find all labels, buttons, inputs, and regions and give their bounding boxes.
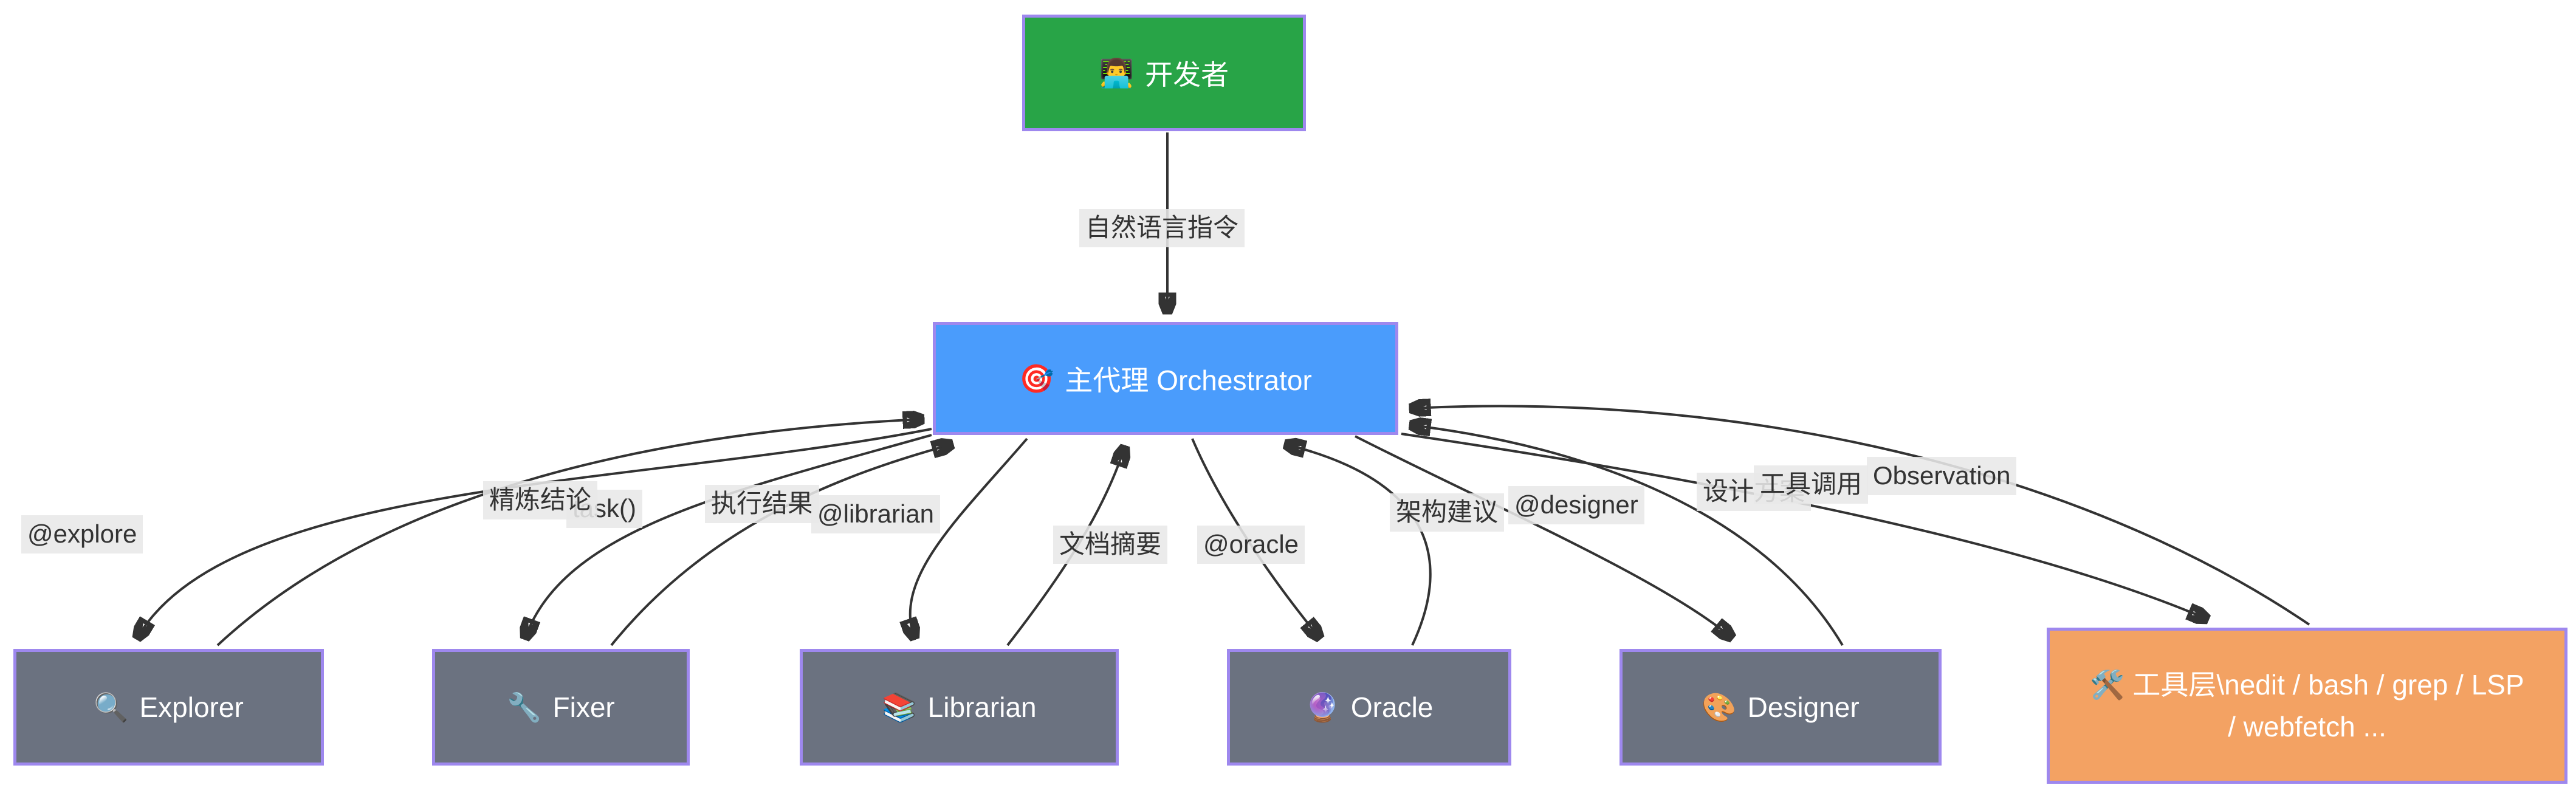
target-emoji-icon: 🎯: [1019, 363, 1054, 394]
edge-label-at-oracle: @oracle: [1197, 526, 1305, 564]
node-orchestrator: 🎯 主代理 Orchestrator: [933, 322, 1398, 435]
edge-label-tool-call: 工具调用: [1754, 465, 1869, 504]
edge-label-at-explore: @explore: [21, 515, 143, 554]
wrench-emoji-icon: 🔧: [507, 691, 542, 723]
magnifier-emoji-icon: 🔍: [94, 691, 129, 723]
node-fixer: 🔧 Fixer: [432, 649, 690, 766]
edge-designer-to-orchestrator: [1412, 425, 1844, 646]
node-tool-layer-label: 工具层\nedit / bash / grep / LSP / webfetch…: [2132, 668, 2524, 742]
node-oracle-label: Oracle: [1350, 691, 1434, 723]
edge-oracle-to-orchestrator: [1287, 445, 1432, 646]
node-developer-label: 开发者: [1145, 59, 1229, 91]
edge-label-natural-language-instruction: 自然语言指令: [1079, 209, 1245, 247]
node-orchestrator-label: 主代理 Orchestrator: [1065, 365, 1312, 396]
edge-label-at-librarian: @librarian: [811, 495, 941, 533]
node-librarian: 📚 Librarian: [800, 649, 1119, 766]
crystal-ball-emoji-icon: 🔮: [1305, 691, 1340, 723]
node-explorer-label: Explorer: [139, 691, 244, 723]
node-tool-layer: 🛠️ 工具层\nedit / bash / grep / LSP / webfe…: [2047, 628, 2567, 784]
edge-orchestrator-to-designer: [1355, 435, 1731, 637]
node-librarian-label: Librarian: [927, 691, 1037, 723]
node-developer: 👨‍💻 开发者: [1022, 15, 1306, 131]
edge-label-doc-summary: 文档摘要: [1053, 526, 1168, 564]
node-explorer: 🔍 Explorer: [13, 649, 324, 766]
edge-label-at-designer: @designer: [1508, 486, 1644, 524]
edge-orchestrator-to-fixer: [526, 434, 932, 637]
hammer-wrench-emoji-icon: 🛠️: [2090, 668, 2125, 701]
edge-orchestrator-to-librarian: [910, 437, 1028, 637]
edge-label-refined-conclusion: 精炼结论: [483, 481, 598, 519]
node-designer: 🎨 Designer: [1619, 649, 1942, 766]
edge-explorer-to-orchestrator: [216, 419, 921, 646]
edge-label-architecture-advice: 架构建议: [1390, 493, 1505, 532]
edge-orchestrator-to-explorer: [138, 428, 932, 637]
node-fixer-label: Fixer: [552, 691, 615, 723]
edge-orchestrator-to-tools: [1401, 433, 2206, 619]
edge-tools-to-orchestrator: [1412, 406, 2310, 626]
node-oracle: 🔮 Oracle: [1227, 649, 1511, 766]
edge-label-observation: Observation: [1867, 457, 2017, 495]
palette-emoji-icon: 🎨: [1702, 691, 1737, 723]
edge-fixer-to-orchestrator: [610, 445, 950, 646]
edge-label-execution-result: 执行结果: [705, 485, 820, 523]
node-designer-label: Designer: [1747, 691, 1860, 723]
developer-emoji-icon: 👨‍💻: [1099, 57, 1135, 89]
books-emoji-icon: 📚: [882, 691, 917, 723]
